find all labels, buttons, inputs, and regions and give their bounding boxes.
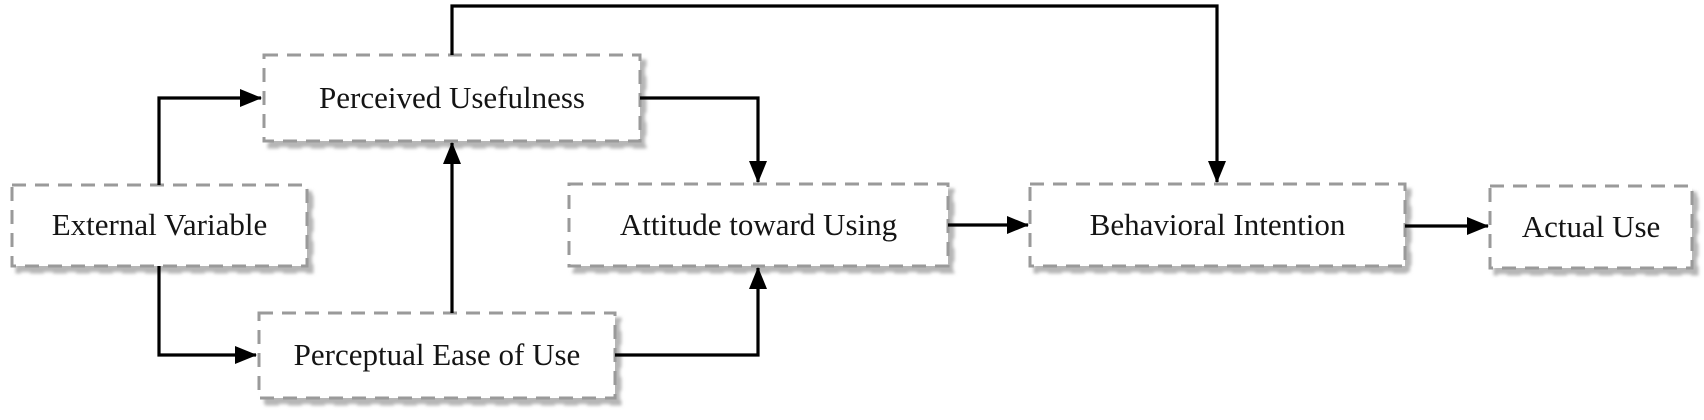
edges [157,4,1489,364]
node-box-actual-use [1488,184,1694,270]
edge-external-variable-to-perceptual-ease-of-use [157,266,257,364]
node-box-perceptual-ease-of-use [257,311,617,400]
edge-perceived-usefulness-to-behavioral-intention [450,4,1226,183]
node-box-behavioral-intention [1028,182,1407,268]
edge-perceived-usefulness-to-attitude-toward-using [640,96,767,183]
edge-perceptual-ease-of-use-to-attitude-toward-using [615,267,767,357]
node-box-attitude-toward-using [567,182,950,268]
node-box-external-variable [10,183,309,268]
node-box-perceived-usefulness [262,53,642,143]
edge-external-variable-to-perceived-usefulness [157,89,262,185]
